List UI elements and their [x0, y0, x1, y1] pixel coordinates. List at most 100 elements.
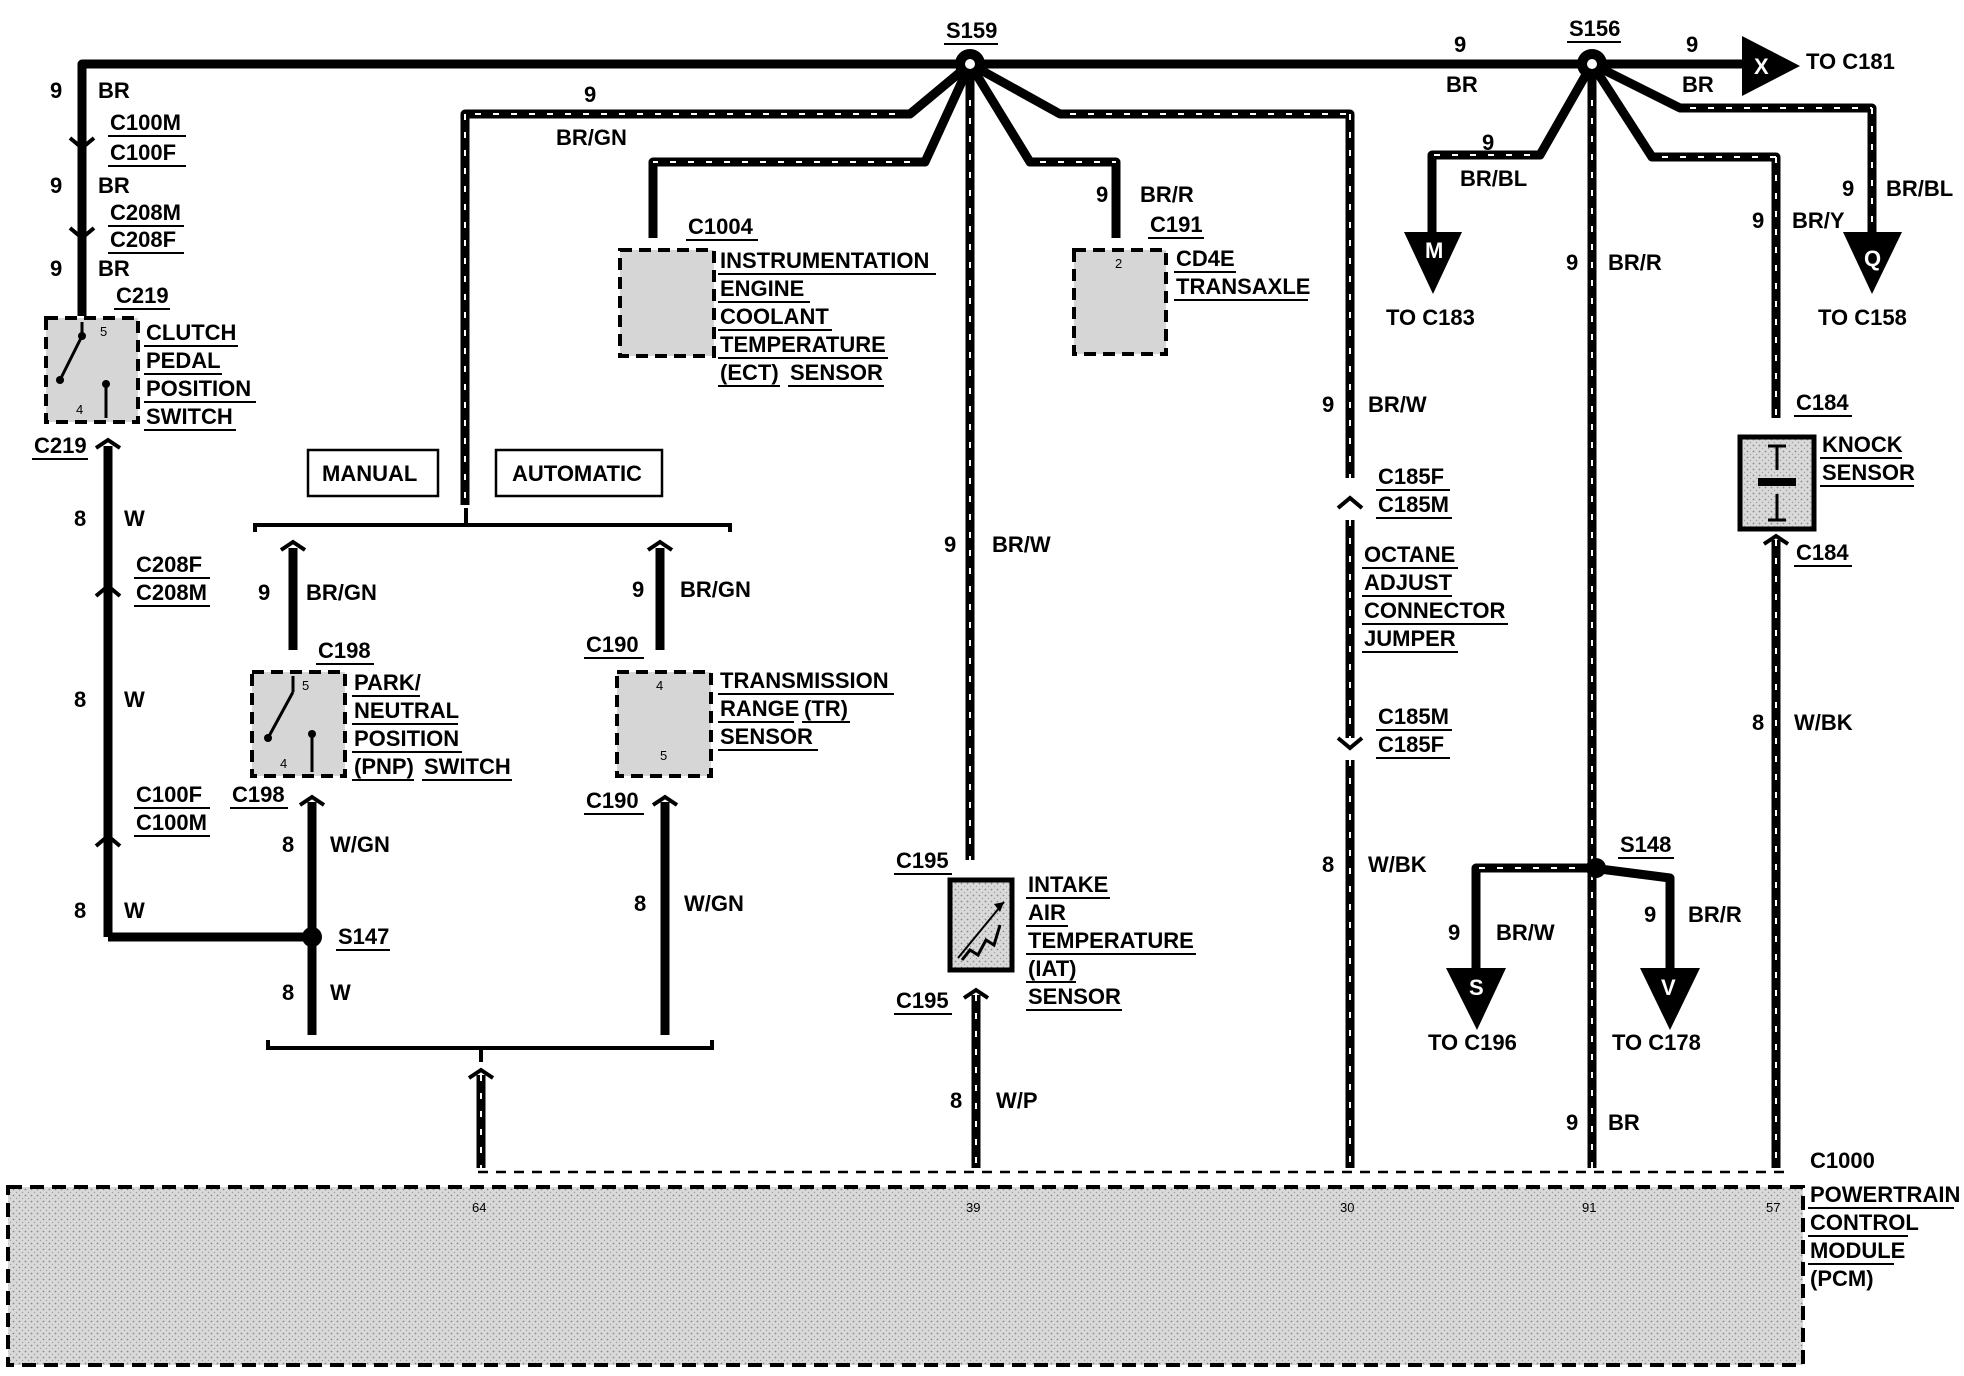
svg-text:9: 9 [1448, 920, 1460, 945]
svg-text:SENSOR: SENSOR [1822, 460, 1915, 485]
knock-sensor [1737, 434, 1817, 532]
svg-text:4: 4 [656, 678, 663, 693]
svg-text:(PCM): (PCM) [1810, 1266, 1874, 1291]
svg-text:TEMPERATURE: TEMPERATURE [1028, 928, 1194, 953]
svg-text:C1000: C1000 [1810, 1148, 1875, 1173]
svg-text:9: 9 [1482, 130, 1494, 155]
svg-text:BR/GN: BR/GN [306, 580, 377, 605]
svg-text:9: 9 [1454, 32, 1466, 57]
svg-text:(ECT): (ECT) [720, 360, 779, 385]
s148-label: S148 [1620, 832, 1671, 857]
svg-text:5: 5 [660, 748, 667, 763]
svg-text:4: 4 [76, 402, 83, 417]
labels: S159 S156 S147 S148 9 BR 9 BR/GN 9 BR 9 … [32, 16, 1960, 1291]
svg-text:W/GN: W/GN [330, 832, 390, 857]
svg-text:W/BK: W/BK [1794, 710, 1853, 735]
svg-text:BR/R: BR/R [1140, 182, 1194, 207]
svg-text:KNOCK: KNOCK [1822, 432, 1903, 457]
svg-text:30: 30 [1340, 1200, 1354, 1215]
svg-text:BR: BR [1608, 1110, 1640, 1135]
svg-text:39: 39 [966, 1200, 980, 1215]
svg-text:8: 8 [282, 980, 294, 1005]
svg-text:V: V [1661, 975, 1676, 1000]
svg-text:9: 9 [258, 580, 270, 605]
svg-text:JUMPER: JUMPER [1364, 626, 1456, 651]
svg-text:SENSOR: SENSOR [720, 724, 813, 749]
svg-text:C185M: C185M [1378, 704, 1449, 729]
tab-automatic: AUTOMATIC [494, 448, 664, 498]
svg-text:W/BK: W/BK [1368, 852, 1427, 877]
svg-text:BR/GN: BR/GN [680, 577, 751, 602]
arrow-q-icon: Q [1843, 232, 1902, 294]
svg-text:TO C181: TO C181 [1806, 49, 1895, 74]
svg-text:MODULE: MODULE [1810, 1238, 1905, 1263]
s147-label: S147 [338, 924, 389, 949]
svg-text:TO C158: TO C158 [1818, 305, 1907, 330]
svg-text:9: 9 [50, 173, 62, 198]
svg-text:AUTOMATIC: AUTOMATIC [512, 461, 642, 486]
svg-text:INTAKE: INTAKE [1028, 872, 1108, 897]
svg-text:64: 64 [472, 1200, 486, 1215]
svg-text:C185F: C185F [1378, 464, 1444, 489]
svg-text:POSITION: POSITION [354, 726, 459, 751]
svg-text:C208F: C208F [110, 227, 176, 252]
svg-text:CONTROL: CONTROL [1810, 1210, 1919, 1235]
arrow-x-icon: X [1742, 36, 1800, 96]
svg-text:C184: C184 [1796, 390, 1849, 415]
svg-text:CONNECTOR: CONNECTOR [1364, 598, 1505, 623]
svg-text:C191: C191 [1150, 212, 1203, 237]
svg-text:C190: C190 [586, 632, 639, 657]
svg-text:SWITCH: SWITCH [424, 754, 511, 779]
svg-text:W: W [124, 506, 145, 531]
svg-text:ENGINE: ENGINE [720, 276, 804, 301]
svg-text:C219: C219 [116, 283, 169, 308]
wires [77, 59, 1877, 1168]
svg-text:C219: C219 [34, 433, 87, 458]
svg-text:9: 9 [1566, 1110, 1578, 1135]
svg-text:W: W [124, 687, 145, 712]
svg-text:CD4E: CD4E [1176, 246, 1235, 271]
svg-text:8: 8 [74, 687, 86, 712]
svg-text:BR/BL: BR/BL [1886, 176, 1953, 201]
svg-text:C208M: C208M [110, 200, 181, 225]
splice-s159 [955, 49, 985, 79]
clutch-pedal-position-switch: 5 4 [44, 316, 140, 424]
svg-text:C185F: C185F [1378, 732, 1444, 757]
svg-text:BR: BR [1446, 72, 1478, 97]
svg-text:8: 8 [634, 891, 646, 916]
svg-text:8: 8 [74, 898, 86, 923]
cd4e-transaxle: 2 [1072, 248, 1168, 356]
svg-text:TRANSAXLE: TRANSAXLE [1176, 274, 1310, 299]
svg-text:(TR): (TR) [804, 696, 848, 721]
svg-text:8: 8 [1322, 852, 1334, 877]
arrow-x-letter: X [1754, 54, 1769, 79]
svg-text:C208F: C208F [136, 552, 202, 577]
svg-text:INSTRUMENTATION: INSTRUMENTATION [720, 248, 929, 273]
svg-text:BR/W: BR/W [1368, 392, 1427, 417]
svg-text:M: M [1425, 238, 1443, 263]
svg-text:BR: BR [1682, 72, 1714, 97]
svg-text:MANUAL: MANUAL [322, 461, 417, 486]
svg-text:C195: C195 [896, 848, 949, 873]
s156-label: S156 [1569, 16, 1620, 41]
svg-text:TO C178: TO C178 [1612, 1030, 1701, 1055]
svg-text:9: 9 [584, 82, 596, 107]
svg-text:COOLANT: COOLANT [720, 304, 829, 329]
svg-text:5: 5 [100, 324, 107, 339]
svg-text:PARK/: PARK/ [354, 670, 421, 695]
svg-text:C185M: C185M [1378, 492, 1449, 517]
svg-text:BR/W: BR/W [1496, 920, 1555, 945]
arrow-m-icon: M [1404, 232, 1462, 294]
svg-text:C195: C195 [896, 988, 949, 1013]
svg-text:W/P: W/P [996, 1088, 1038, 1113]
iat-sensor [947, 877, 1015, 973]
tr-sensor: 4 5 [615, 670, 713, 778]
splice-s148 [1586, 858, 1606, 878]
ect-sensor [618, 248, 716, 358]
svg-text:C190: C190 [586, 788, 639, 813]
s159-label: S159 [946, 18, 997, 43]
svg-text:8: 8 [1752, 710, 1764, 735]
svg-text:CLUTCH: CLUTCH [146, 320, 236, 345]
connector-symbols [68, 136, 1790, 1080]
